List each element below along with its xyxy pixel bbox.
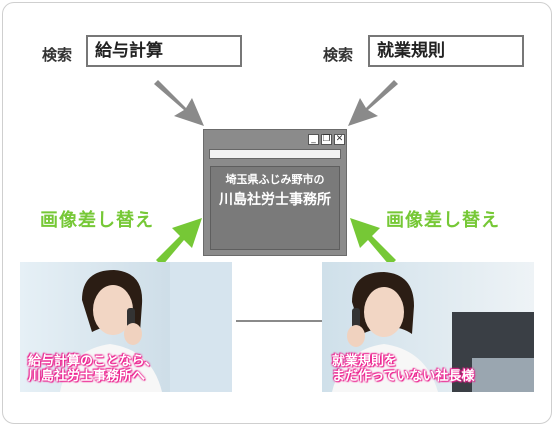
photo-right-caption-line1: 就業規則を	[332, 354, 398, 369]
window-content: 埼玉県ふじみ野市の 川島社労士事務所	[210, 166, 340, 250]
search-box-left[interactable]: 給与計算	[86, 35, 242, 67]
woman-on-phone-image	[20, 262, 232, 392]
gray-arrow-down-right-icon	[154, 80, 204, 126]
browser-window-mock: _ ❐ ✕ 埼玉県ふじみ野市の 川島社労士事務所	[203, 129, 347, 256]
connector-line	[236, 320, 322, 322]
content-title: 川島社労士事務所	[219, 192, 331, 208]
search-label-left: 検索	[42, 46, 73, 64]
restore-icon[interactable]: ❐	[321, 134, 332, 145]
gray-arrow-down-left-icon	[348, 80, 398, 126]
content-subtitle: 埼玉県ふじみ野市の	[225, 173, 325, 186]
photo-right-caption: 就業規則を まだ作っていない社長様	[332, 354, 474, 384]
photo-left-caption-line1: 給与計算のことなら、	[28, 354, 158, 369]
photo-right[interactable]: 就業規則を まだ作っていない社長様	[322, 262, 534, 392]
green-arrow-up-left-icon	[350, 218, 396, 266]
address-bar[interactable]	[209, 149, 341, 159]
photo-left[interactable]: 給与計算のことなら、 川島社労士事務所へ	[20, 262, 232, 392]
woman-at-desk-image	[322, 262, 534, 392]
photo-left-caption-line2: 川島社労士事務所へ	[28, 369, 146, 384]
search-label-right: 検索	[323, 46, 354, 64]
replace-image-label-left: 画像差し替え	[40, 210, 154, 231]
search-box-right[interactable]: 就業規則	[368, 35, 524, 67]
green-arrow-up-right-icon	[156, 218, 202, 266]
minimize-icon[interactable]: _	[308, 134, 319, 145]
close-icon[interactable]: ✕	[334, 134, 345, 145]
replace-image-label-right: 画像差し替え	[386, 210, 500, 231]
photo-right-caption-line2: まだ作っていない社長様	[332, 369, 475, 384]
photo-left-caption: 給与計算のことなら、 川島社労士事務所へ	[28, 354, 158, 384]
